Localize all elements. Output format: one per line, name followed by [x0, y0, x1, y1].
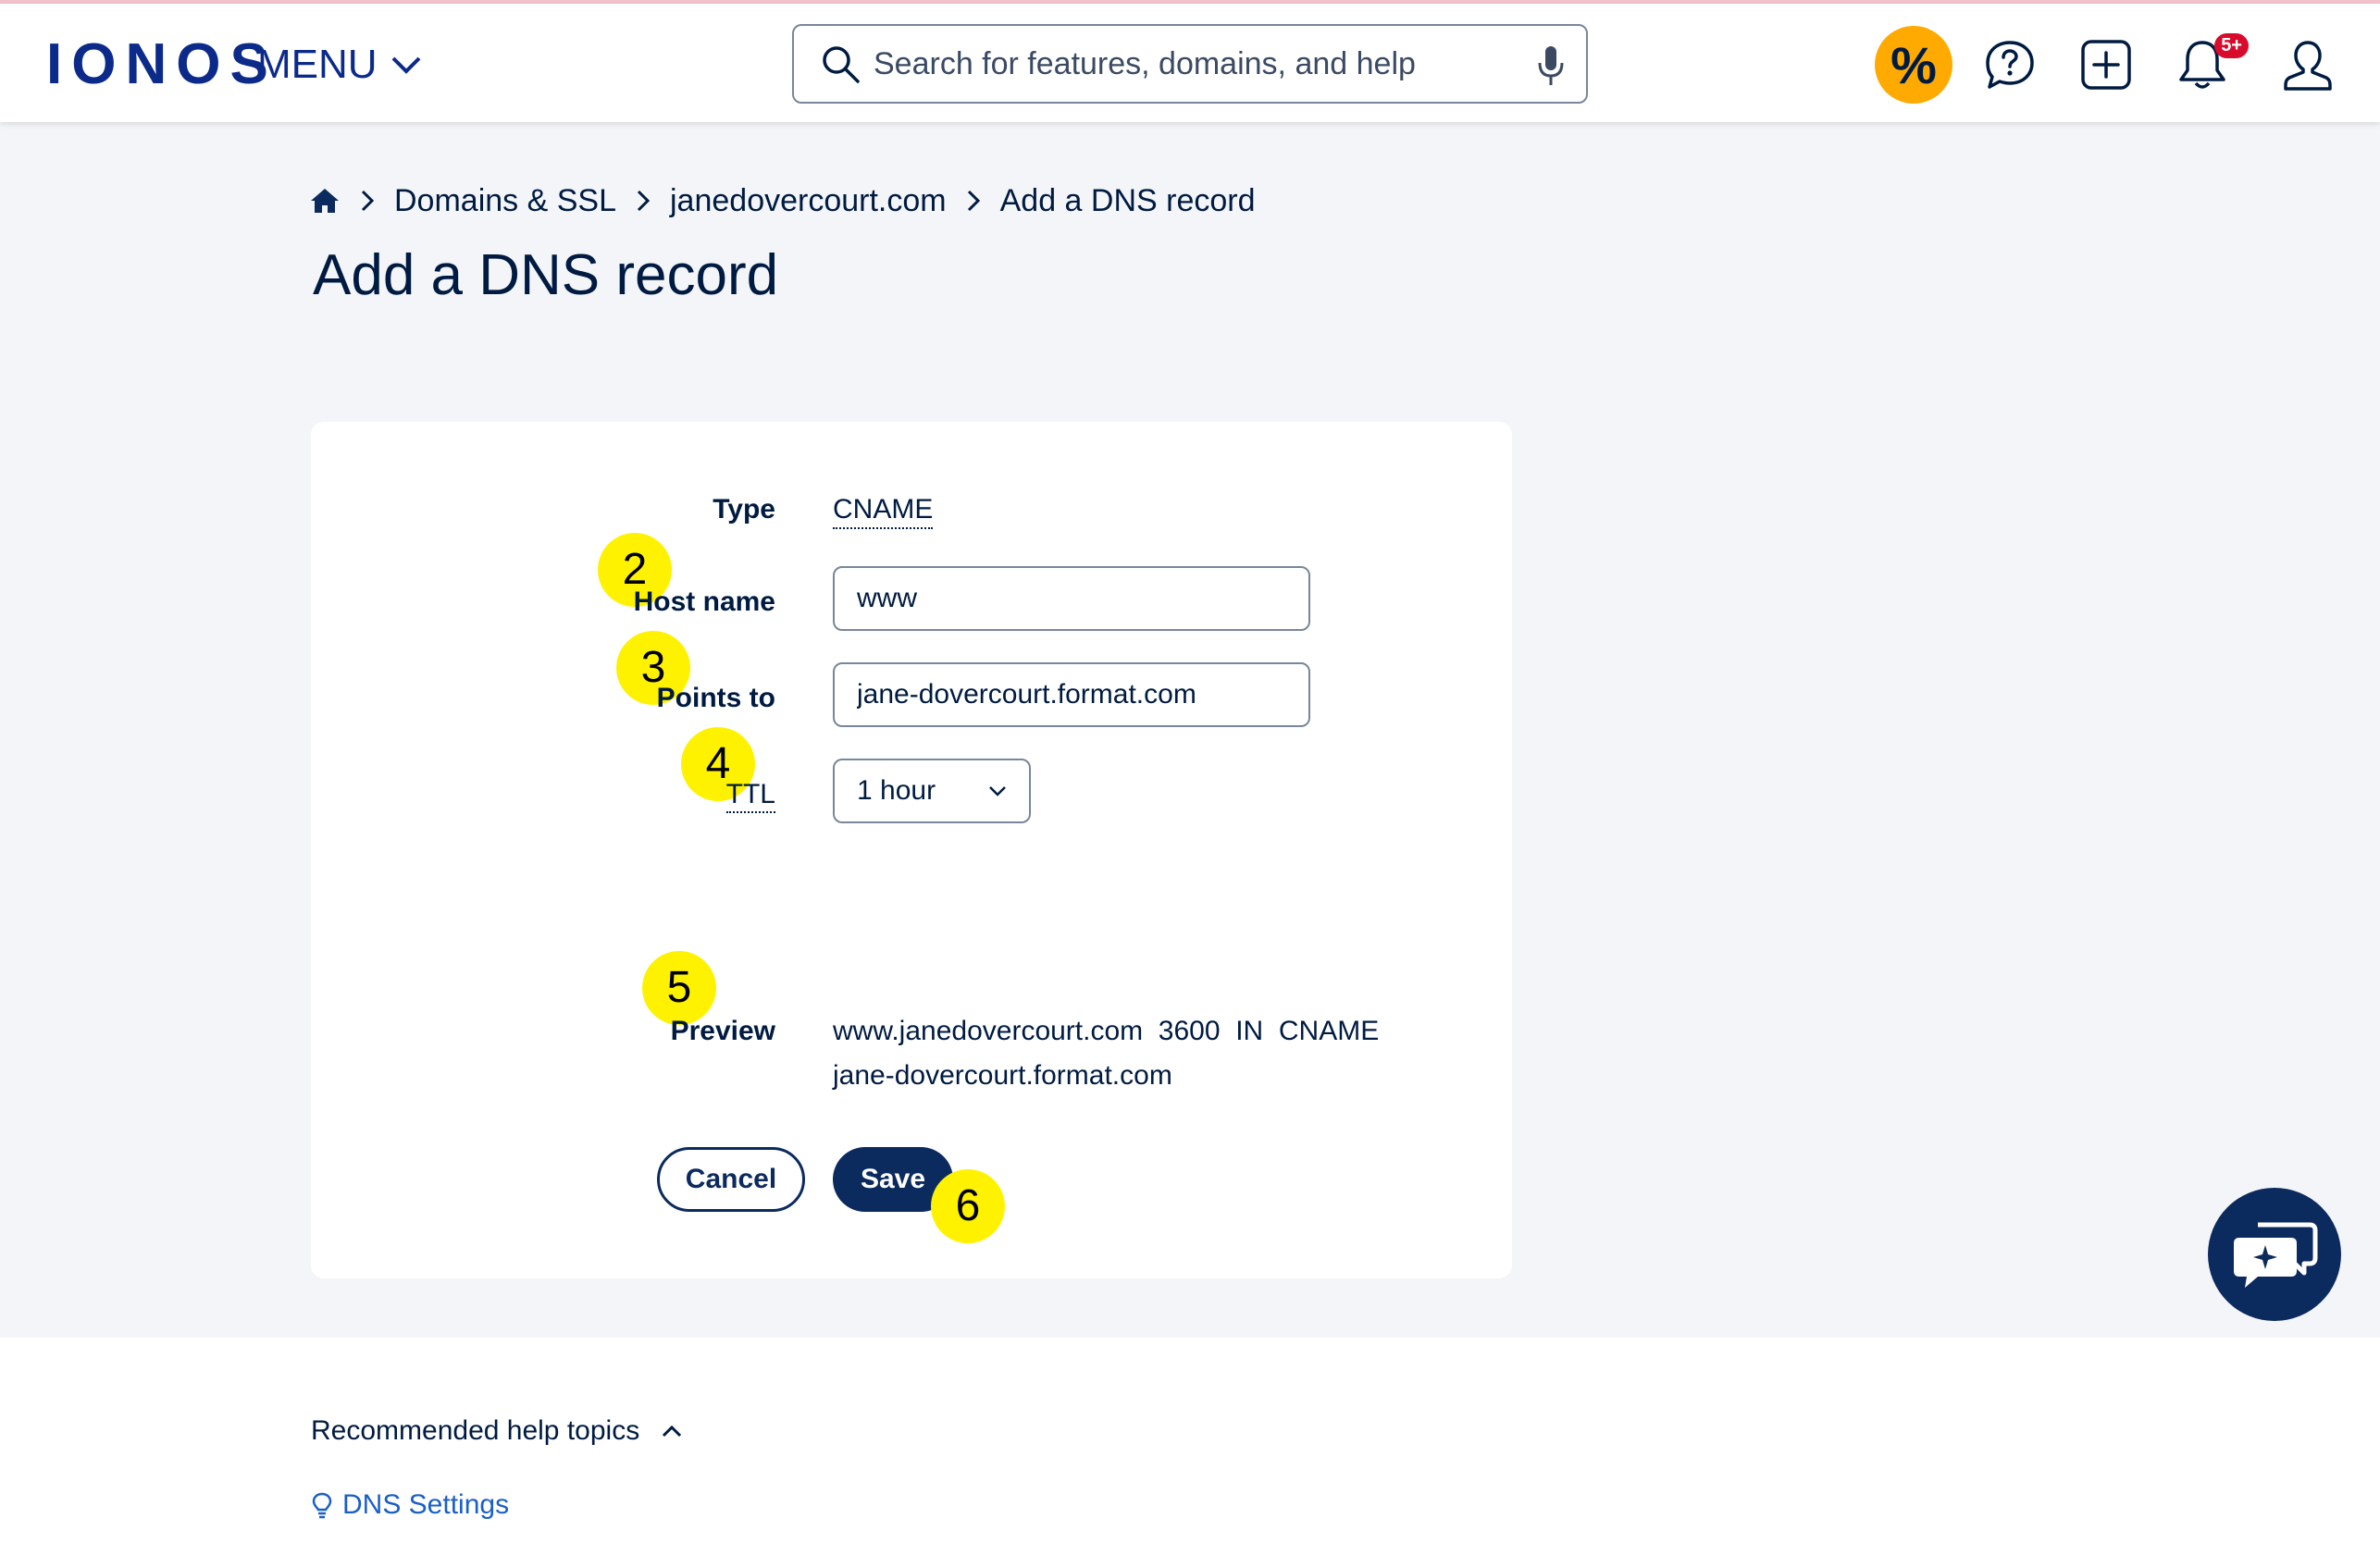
preview-line-1: www.janedovercourt.com 3600 IN CNAME: [833, 1016, 1380, 1046]
step-marker-2: 2: [598, 533, 672, 607]
account-button[interactable]: [2269, 26, 2347, 104]
bell-icon: [2179, 41, 2225, 89]
ionos-logo[interactable]: IONOS: [46, 32, 278, 96]
chat-question-icon: [1986, 41, 2034, 89]
chevron-down-icon: [391, 56, 420, 74]
dns-record-form: Type CNAME 2 Host name 3 Points to 4 TTL…: [311, 422, 1512, 1278]
search-input[interactable]: [872, 44, 1523, 83]
chevron-down-icon: [989, 786, 1006, 796]
home-icon[interactable]: [309, 187, 341, 215]
add-box-icon: [2081, 40, 2131, 90]
points-to-input[interactable]: [833, 662, 1310, 727]
notification-badge: 5+: [2214, 33, 2249, 58]
points-to-label: Points to: [656, 683, 775, 713]
promo-label: %: [1890, 35, 1937, 94]
help-chat-button[interactable]: [1971, 26, 2049, 104]
breadcrumb: Domains & SSL janedovercourt.com Add a D…: [309, 179, 1256, 222]
preview-line-2: jane-dovercourt.format.com: [833, 1060, 1172, 1091]
breadcrumb-domain[interactable]: janedovercourt.com: [670, 182, 947, 218]
chevron-right-icon: [967, 190, 980, 212]
hostname-input[interactable]: [833, 566, 1310, 631]
ai-chat-button[interactable]: [2208, 1188, 2341, 1321]
step-marker-6: 6: [931, 1169, 1005, 1243]
hostname-label: Host name: [633, 586, 775, 617]
ai-chat-icon: [2234, 1222, 2318, 1288]
help-footer: [0, 1338, 2380, 1543]
top-accent-line: [0, 0, 2380, 4]
page-title: Add a DNS record: [313, 243, 779, 307]
notifications-button[interactable]: 5+: [2163, 26, 2249, 104]
search-icon: [823, 46, 860, 83]
cancel-button[interactable]: Cancel: [657, 1147, 805, 1212]
ttl-label-text: TTL: [725, 779, 775, 813]
ttl-select[interactable]: 1 hour: [833, 759, 1031, 823]
help-link-label: DNS Settings: [342, 1489, 510, 1520]
step-marker-4: 4: [681, 727, 755, 801]
lightbulb-icon: [312, 1492, 332, 1519]
top-header: IONOS MENU % 5+: [0, 4, 2380, 122]
search-bar[interactable]: [792, 24, 1588, 104]
preview-label: Preview: [670, 1016, 775, 1046]
ttl-label: TTL: [725, 779, 775, 813]
chevron-right-icon: [361, 190, 374, 212]
chevron-right-icon: [637, 190, 650, 212]
chevron-up-icon: [663, 1425, 682, 1438]
microphone-icon[interactable]: [1536, 44, 1566, 87]
type-value[interactable]: CNAME: [833, 494, 934, 529]
ttl-selected-value: 1 hour: [857, 775, 936, 806]
step-marker-5: 5: [642, 951, 716, 1025]
promo-button[interactable]: %: [1875, 26, 1952, 104]
recommended-help-title: Recommended help topics: [311, 1415, 640, 1446]
help-link-dns-settings[interactable]: DNS Settings: [311, 1489, 509, 1521]
breadcrumb-current: Add a DNS record: [999, 182, 1256, 218]
menu-label: MENU: [257, 42, 378, 87]
recommended-help-toggle[interactable]: Recommended help topics: [311, 1415, 682, 1447]
breadcrumb-domains-ssl[interactable]: Domains & SSL: [394, 182, 616, 218]
menu-button[interactable]: MENU: [257, 39, 422, 91]
step-marker-3: 3: [616, 631, 690, 705]
add-button[interactable]: [2067, 26, 2145, 104]
type-label: Type: [713, 494, 775, 525]
user-icon: [2284, 41, 2332, 91]
